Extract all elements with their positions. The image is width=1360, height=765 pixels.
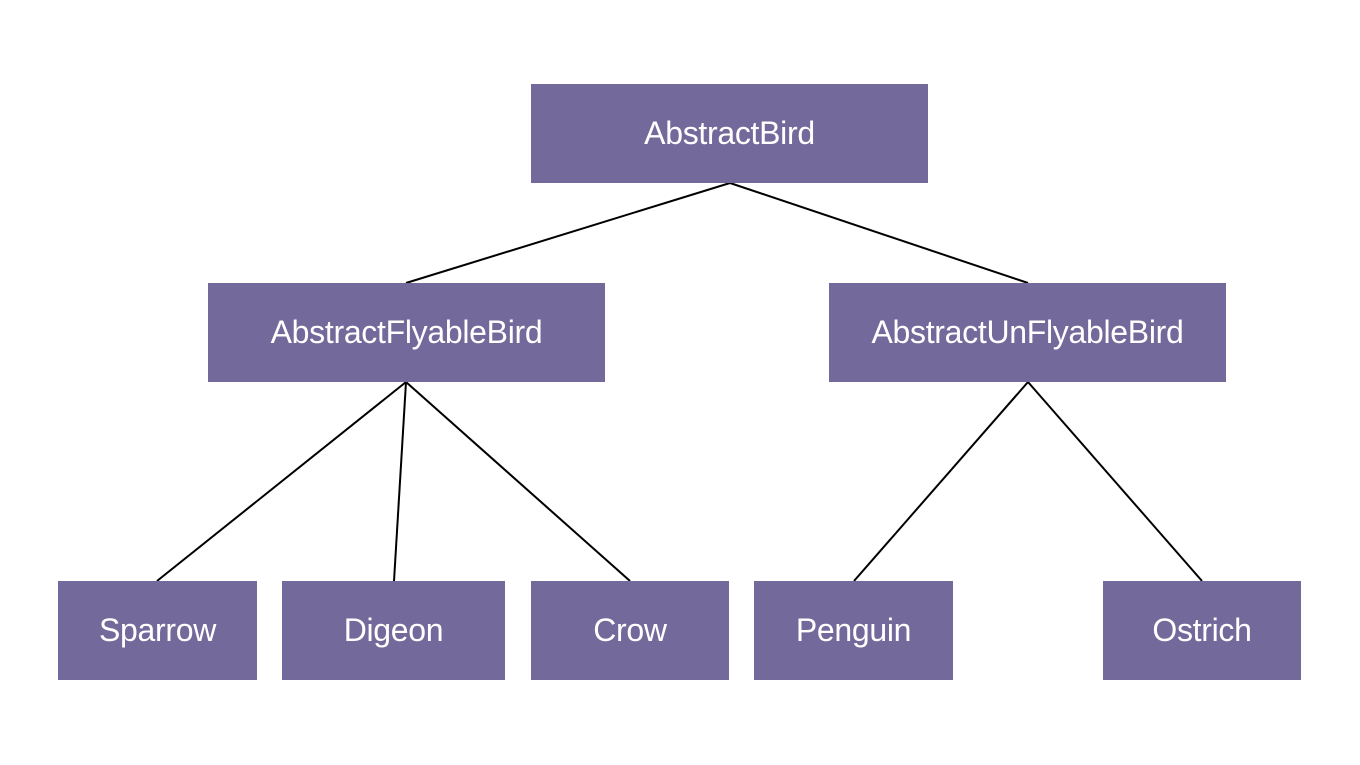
node-label: AbstractFlyableBird [270, 314, 543, 350]
edge-root-to-flyable [405, 182, 731, 284]
node-label: AbstractBird [644, 115, 815, 151]
node-penguin: Penguin [754, 581, 953, 680]
node-label: Penguin [795, 612, 912, 648]
node-sparrow: Sparrow [58, 581, 257, 680]
node-label: AbstractUnFlyableBird [871, 314, 1184, 350]
edge-unflyable-to-penguin [853, 381, 1029, 582]
edge-flyable-to-crow [405, 381, 631, 582]
edge-unflyable-to-ostrich [1027, 381, 1203, 582]
node-abstract-flyable-bird: AbstractFlyableBird [208, 283, 605, 382]
edge-root-to-unflyable [729, 182, 1029, 284]
node-label: Ostrich [1152, 612, 1252, 648]
node-label: Sparrow [98, 612, 217, 648]
node-label: Crow [593, 612, 667, 648]
node-label: Digeon [343, 612, 444, 648]
edge-flyable-to-digeon [393, 381, 407, 582]
node-abstract-unflyable-bird: AbstractUnFlyableBird [829, 283, 1226, 382]
node-digeon: Digeon [282, 581, 505, 680]
edge-flyable-to-sparrow [156, 381, 407, 582]
node-abstract-bird: AbstractBird [531, 84, 928, 183]
node-crow: Crow [531, 581, 729, 680]
node-ostrich: Ostrich [1103, 581, 1301, 680]
